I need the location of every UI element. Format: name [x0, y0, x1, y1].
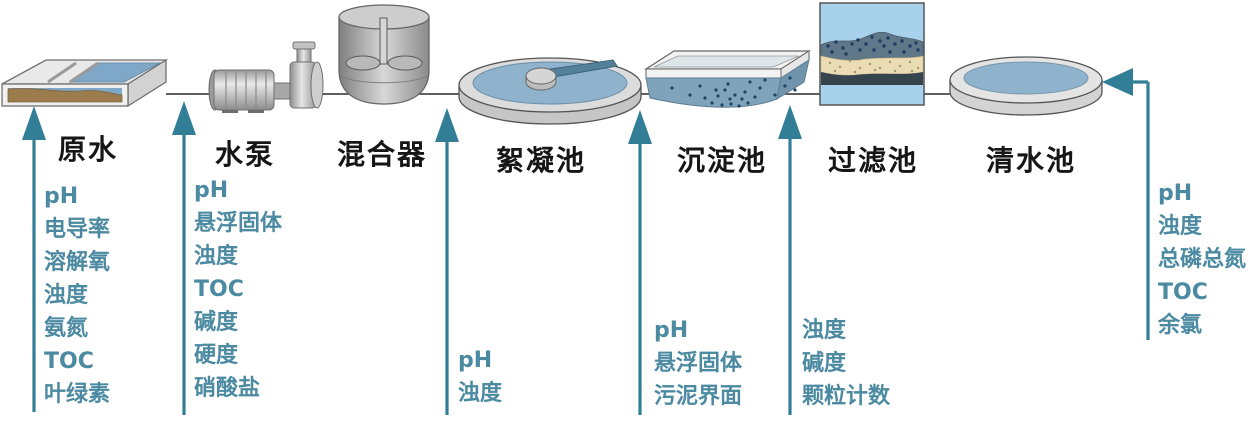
param-item: pH: [654, 318, 689, 343]
stage-label-water-pump: 水泵: [214, 138, 276, 171]
stage-label-raw-water: 原水: [57, 133, 119, 166]
raw-water-basin-illustration: [1, 58, 169, 108]
param-item: pH: [1158, 181, 1193, 206]
param-item: 硬度: [194, 343, 239, 368]
settling-particles: [670, 76, 797, 108]
param-item: TOC: [44, 349, 94, 374]
measurement-arrow-clear-water: [1102, 68, 1150, 340]
param-item: pH: [44, 184, 79, 209]
param-item: 浊度: [194, 244, 239, 269]
param-item: 浊度: [44, 283, 89, 308]
param-item: TOC: [1158, 280, 1208, 305]
stage-label-clear-water-tank: 清水池: [985, 144, 1077, 177]
param-item: 浊度: [802, 318, 847, 343]
mixer-vessel-illustration: [338, 4, 430, 105]
stage-label-mixer: 混合器: [336, 138, 428, 171]
param-item: 悬浮固体: [194, 211, 283, 236]
param-item: 污泥界面: [654, 384, 743, 409]
param-item: 碱度: [194, 310, 239, 335]
param-item: 浊度: [458, 381, 503, 406]
measurement-arrows: [22, 68, 1150, 415]
param-item: 氨氮: [44, 316, 89, 341]
measurement-arrow-water-pump: [172, 101, 196, 415]
stage-label-filter-tank: 过滤池: [827, 144, 919, 177]
param-item: TOC: [194, 277, 244, 302]
param-item: 悬浮固体: [654, 351, 743, 376]
param-list-filter-tank: 浊度碱度颗粒计数: [802, 314, 890, 413]
param-item: 颗粒计数: [802, 384, 891, 409]
param-list-raw-water: pH 电导率溶解氧浊度氨氮 TOC 叶绿素: [44, 180, 110, 411]
clear-water-tank-illustration: [949, 56, 1103, 116]
param-item: 总磷总氮: [1158, 247, 1247, 272]
param-list-sedimentation-tank: pH 悬浮固体污泥界面: [654, 314, 742, 413]
sand-grains: [828, 59, 920, 74]
measurement-arrow-filter: [778, 105, 802, 415]
sedimentation-tank-illustration: [643, 50, 812, 108]
param-list-flocculation-tank: pH 浊度: [458, 344, 502, 410]
measurement-arrow-sedimentation: [628, 110, 652, 415]
anthracite-grains: [826, 35, 920, 56]
param-item: 叶绿素: [44, 382, 111, 407]
stage-label-flocculation-tank: 絮凝池: [495, 144, 587, 177]
param-item: 浊度: [1158, 214, 1203, 239]
param-item: pH: [194, 178, 229, 203]
param-item: 电导率: [44, 217, 111, 242]
filter-bed-illustration: [819, 2, 925, 106]
param-list-water-pump: pH 悬浮固体浊度 TOC 碱度硬度硝酸盐: [194, 174, 282, 405]
param-item: 硝酸盐: [194, 376, 261, 401]
measurement-arrow-raw-water: [22, 106, 46, 412]
flocculation-tank-illustration: [458, 57, 642, 125]
param-item: pH: [458, 348, 493, 373]
water-pump-illustration: [208, 41, 324, 113]
param-item: 溶解氧: [44, 250, 111, 275]
measurement-arrow-flocculation: [435, 108, 459, 415]
param-item: 碱度: [802, 351, 847, 376]
param-item: 余氯: [1158, 313, 1203, 338]
stage-label-sedimentation-tank: 沉淀池: [676, 144, 768, 177]
param-list-clear-water-tank: pH 浊度总磷总氮 TOC 余氯: [1158, 177, 1246, 342]
